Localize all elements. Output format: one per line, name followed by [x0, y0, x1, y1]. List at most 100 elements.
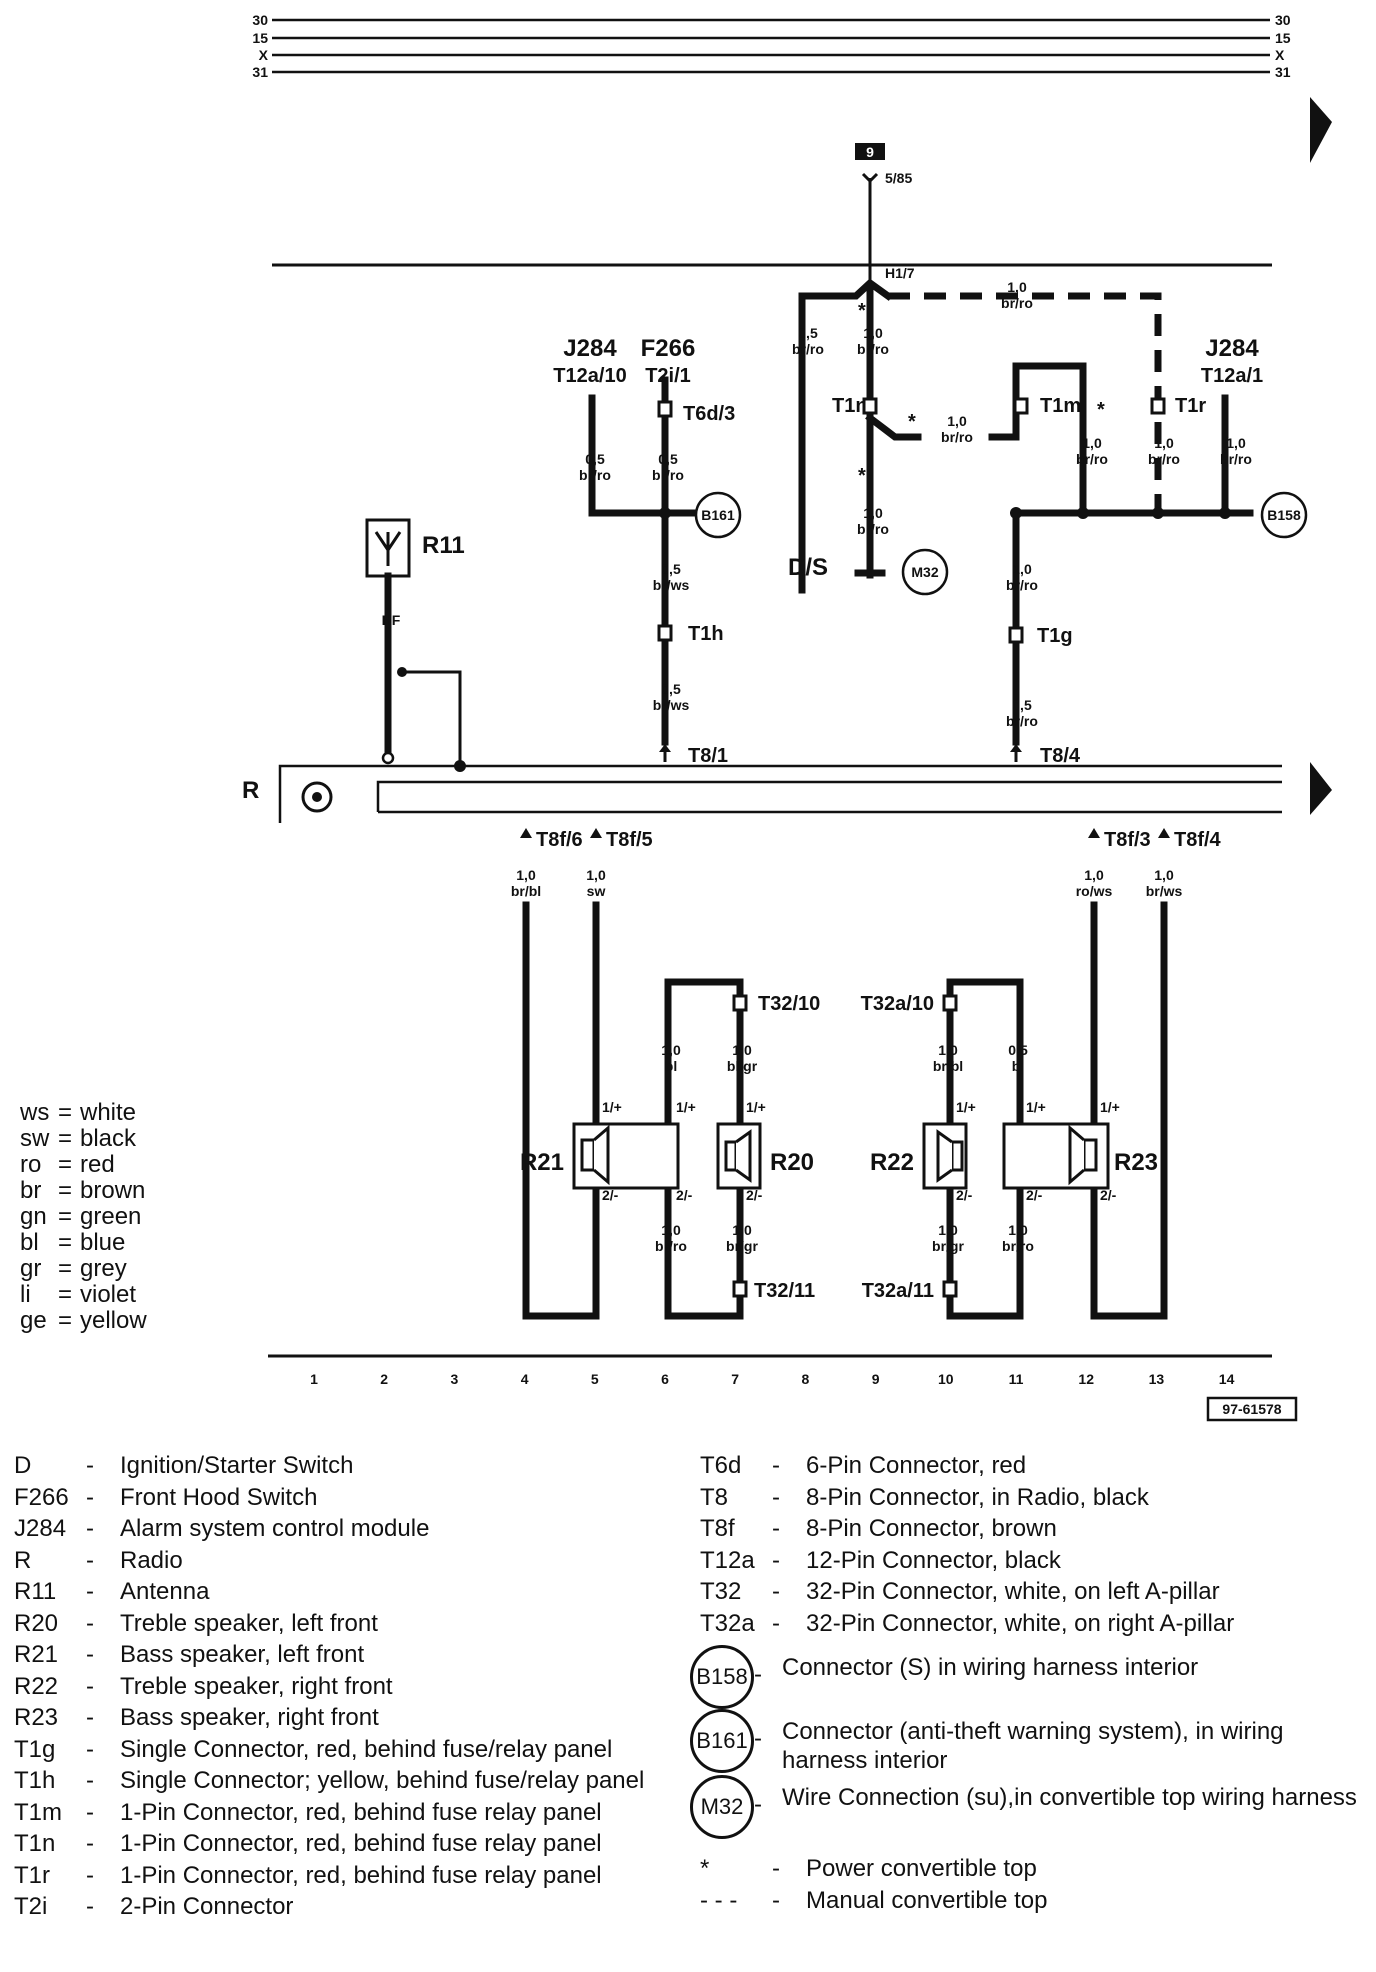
part-dash: -: [86, 1609, 94, 1637]
part-desc: Wire Connection (su),in convertible top …: [782, 1784, 1357, 1811]
wire-t1m-color: br/ro: [1076, 451, 1108, 467]
r11-label: R11: [422, 532, 465, 559]
part-desc: Radio: [120, 1546, 183, 1574]
part-code: R: [14, 1546, 32, 1574]
wire-t1h-top-color: br/ws: [653, 577, 690, 593]
color-legend-row: bl=blue: [20, 1230, 147, 1256]
equals-sign: =: [58, 1203, 73, 1230]
ruler-number: 13: [1149, 1371, 1165, 1387]
wire-t1n-top-size: 1,0: [863, 325, 883, 341]
ruler-number: 9: [872, 1371, 880, 1387]
ruler-number: 4: [521, 1371, 529, 1387]
star-4: *: [1097, 399, 1105, 421]
color-code: ws: [20, 1099, 50, 1126]
part-desc: 8-Pin Connector, brown: [806, 1515, 1057, 1542]
wire-t1h-bot-color: br/ws: [653, 697, 690, 713]
wire-dash-top-size: 1,0: [1007, 279, 1027, 295]
power-rails: 30 15 X 31 30 15 X 31: [252, 12, 1290, 80]
color-legend-row: ro=red: [20, 1152, 147, 1178]
part-desc: 1-Pin Connector, red, behind fuse relay …: [120, 1798, 602, 1826]
wire-f266-size: 0,5: [658, 451, 678, 467]
equals-sign: =: [58, 1281, 73, 1308]
part-code: J284: [14, 1515, 67, 1542]
ruler-number: 2: [380, 1371, 388, 1387]
ref-box: [855, 143, 885, 160]
wire-sp-brws-color: br/ws: [1146, 883, 1183, 899]
part-code: T1h: [14, 1767, 56, 1794]
part-row: T1r-1-Pin Connector, red, behind fuse re…: [14, 1860, 674, 1892]
color-code: gn: [20, 1203, 47, 1230]
wire-ds-color: br/ro: [792, 341, 824, 357]
color-code: li: [20, 1281, 31, 1308]
wire-r20-blgr-color: bl/gr: [727, 1058, 758, 1074]
part-desc: 2-Pin Connector: [120, 1893, 294, 1920]
part-desc: 12-Pin Connector, black: [806, 1546, 1061, 1574]
part-row: T32a-32-Pin Connector, white, on right A…: [700, 1608, 1360, 1640]
part-row: T8-8-Pin Connector, in Radio, black: [700, 1482, 1360, 1514]
t6d3-label: T6d/3: [683, 403, 735, 425]
part-row: T12a-12-Pin Connector, black: [700, 1545, 1360, 1577]
color-code: gr: [20, 1255, 42, 1282]
wire-sp-sw-size: 1,0: [586, 867, 606, 883]
part-dash: -: [772, 1855, 780, 1882]
wire-r21-brro-size: 1,0: [661, 1222, 681, 1238]
rail-left-30: 30: [252, 12, 268, 28]
color-code: ro: [20, 1151, 42, 1178]
part-row: T6d-6-Pin Connector, red: [700, 1450, 1360, 1482]
r22-plus: 1/+: [956, 1099, 976, 1115]
wire-r21-bl-color: bl: [665, 1058, 677, 1074]
part-desc: 1-Pin Connector, red, behind fuse relay …: [120, 1830, 602, 1857]
t1g-label: T1g: [1037, 625, 1073, 647]
wire-j284r-color: br/ro: [1220, 451, 1252, 467]
color-name: yellow: [80, 1307, 147, 1334]
wire-t1n-right-color: br/ro: [941, 429, 973, 445]
wire-t1h-top-size: 0,5: [661, 561, 681, 577]
part-desc: 1-Pin Connector, red, behind fuse relay …: [120, 1861, 602, 1889]
t1h-label: T1h: [688, 623, 724, 645]
color-legend-row: ge=yellow: [20, 1308, 147, 1334]
ruler-number: 10: [938, 1371, 954, 1387]
star-2: *: [908, 411, 916, 433]
part-code: T32a: [700, 1609, 755, 1637]
wire-dash-top-color: br/ro: [1001, 295, 1033, 311]
b158-label: B158: [1267, 507, 1301, 523]
part-desc: Front Hood Switch: [120, 1483, 318, 1511]
ruler-number: 11: [1009, 1371, 1024, 1387]
part-dash: -: [86, 1672, 94, 1700]
part-desc: Connector (S) in wiring harness interior: [782, 1654, 1199, 1681]
wire-r20-blgr-size: 1,0: [732, 1042, 752, 1058]
color-name: white: [80, 1099, 137, 1126]
color-name: green: [80, 1203, 142, 1230]
h-label: H1/7: [885, 265, 915, 281]
color-code: bl: [20, 1229, 39, 1256]
part-code: T1g: [14, 1735, 56, 1763]
r21-minus: 2/-: [602, 1187, 619, 1203]
wire-ds-size: 0,5: [798, 325, 818, 341]
r20-plus: 1/+: [746, 1099, 766, 1115]
part-desc: Treble speaker, left front: [120, 1609, 378, 1637]
j284-right-label: J284: [1205, 335, 1259, 362]
part-dash: -: [772, 1578, 780, 1605]
r21-minus-2: 2/-: [676, 1187, 693, 1203]
color-legend-row: li=violet: [20, 1282, 147, 1308]
r20-label: R20: [770, 1149, 814, 1176]
t1m-label: T1m: [1040, 395, 1081, 417]
r21-plus: 1/+: [602, 1099, 622, 1115]
r23-minus-2: 2/-: [1100, 1187, 1117, 1203]
t3211-label: T32/11: [754, 1280, 815, 1302]
color-name: grey: [80, 1255, 127, 1282]
part-dash: -: [86, 1893, 94, 1920]
wire-t1g-top-size: 1,0: [1012, 561, 1032, 577]
t8f6-label: T8f/6: [536, 829, 583, 851]
color-legend-row: br=brown: [20, 1178, 147, 1204]
wire-t1g-bot-size: 0,5: [1012, 697, 1032, 713]
ruler-number: 1: [310, 1371, 318, 1387]
equals-sign: =: [58, 1125, 73, 1152]
wire-r22-brgr-size: 1,0: [938, 1222, 958, 1238]
part-code: T1m: [14, 1798, 62, 1826]
part-dash: -: [772, 1886, 780, 1914]
part-code: T6d: [700, 1452, 742, 1479]
f266-label: F266: [641, 335, 696, 362]
color-legend-row: ws=white: [20, 1100, 147, 1126]
